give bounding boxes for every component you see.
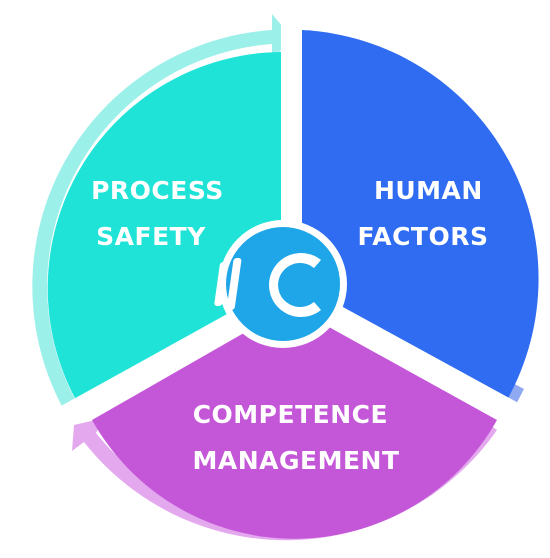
competence-management-label: COMPETENCE MANAGEMENT: [192, 400, 399, 475]
human-factors-label: HUMAN FACTORS: [358, 176, 493, 251]
center-circle: [226, 227, 340, 341]
competence-management-segment: [92, 306, 497, 539]
process-safety-label: PROCESS SAFETY: [91, 176, 233, 251]
process-safety-segment: [47, 52, 281, 400]
human-factors-segment: [302, 30, 539, 400]
hc-logo-icon: [214, 253, 321, 317]
process-safety-arrow: [32, 14, 293, 410]
